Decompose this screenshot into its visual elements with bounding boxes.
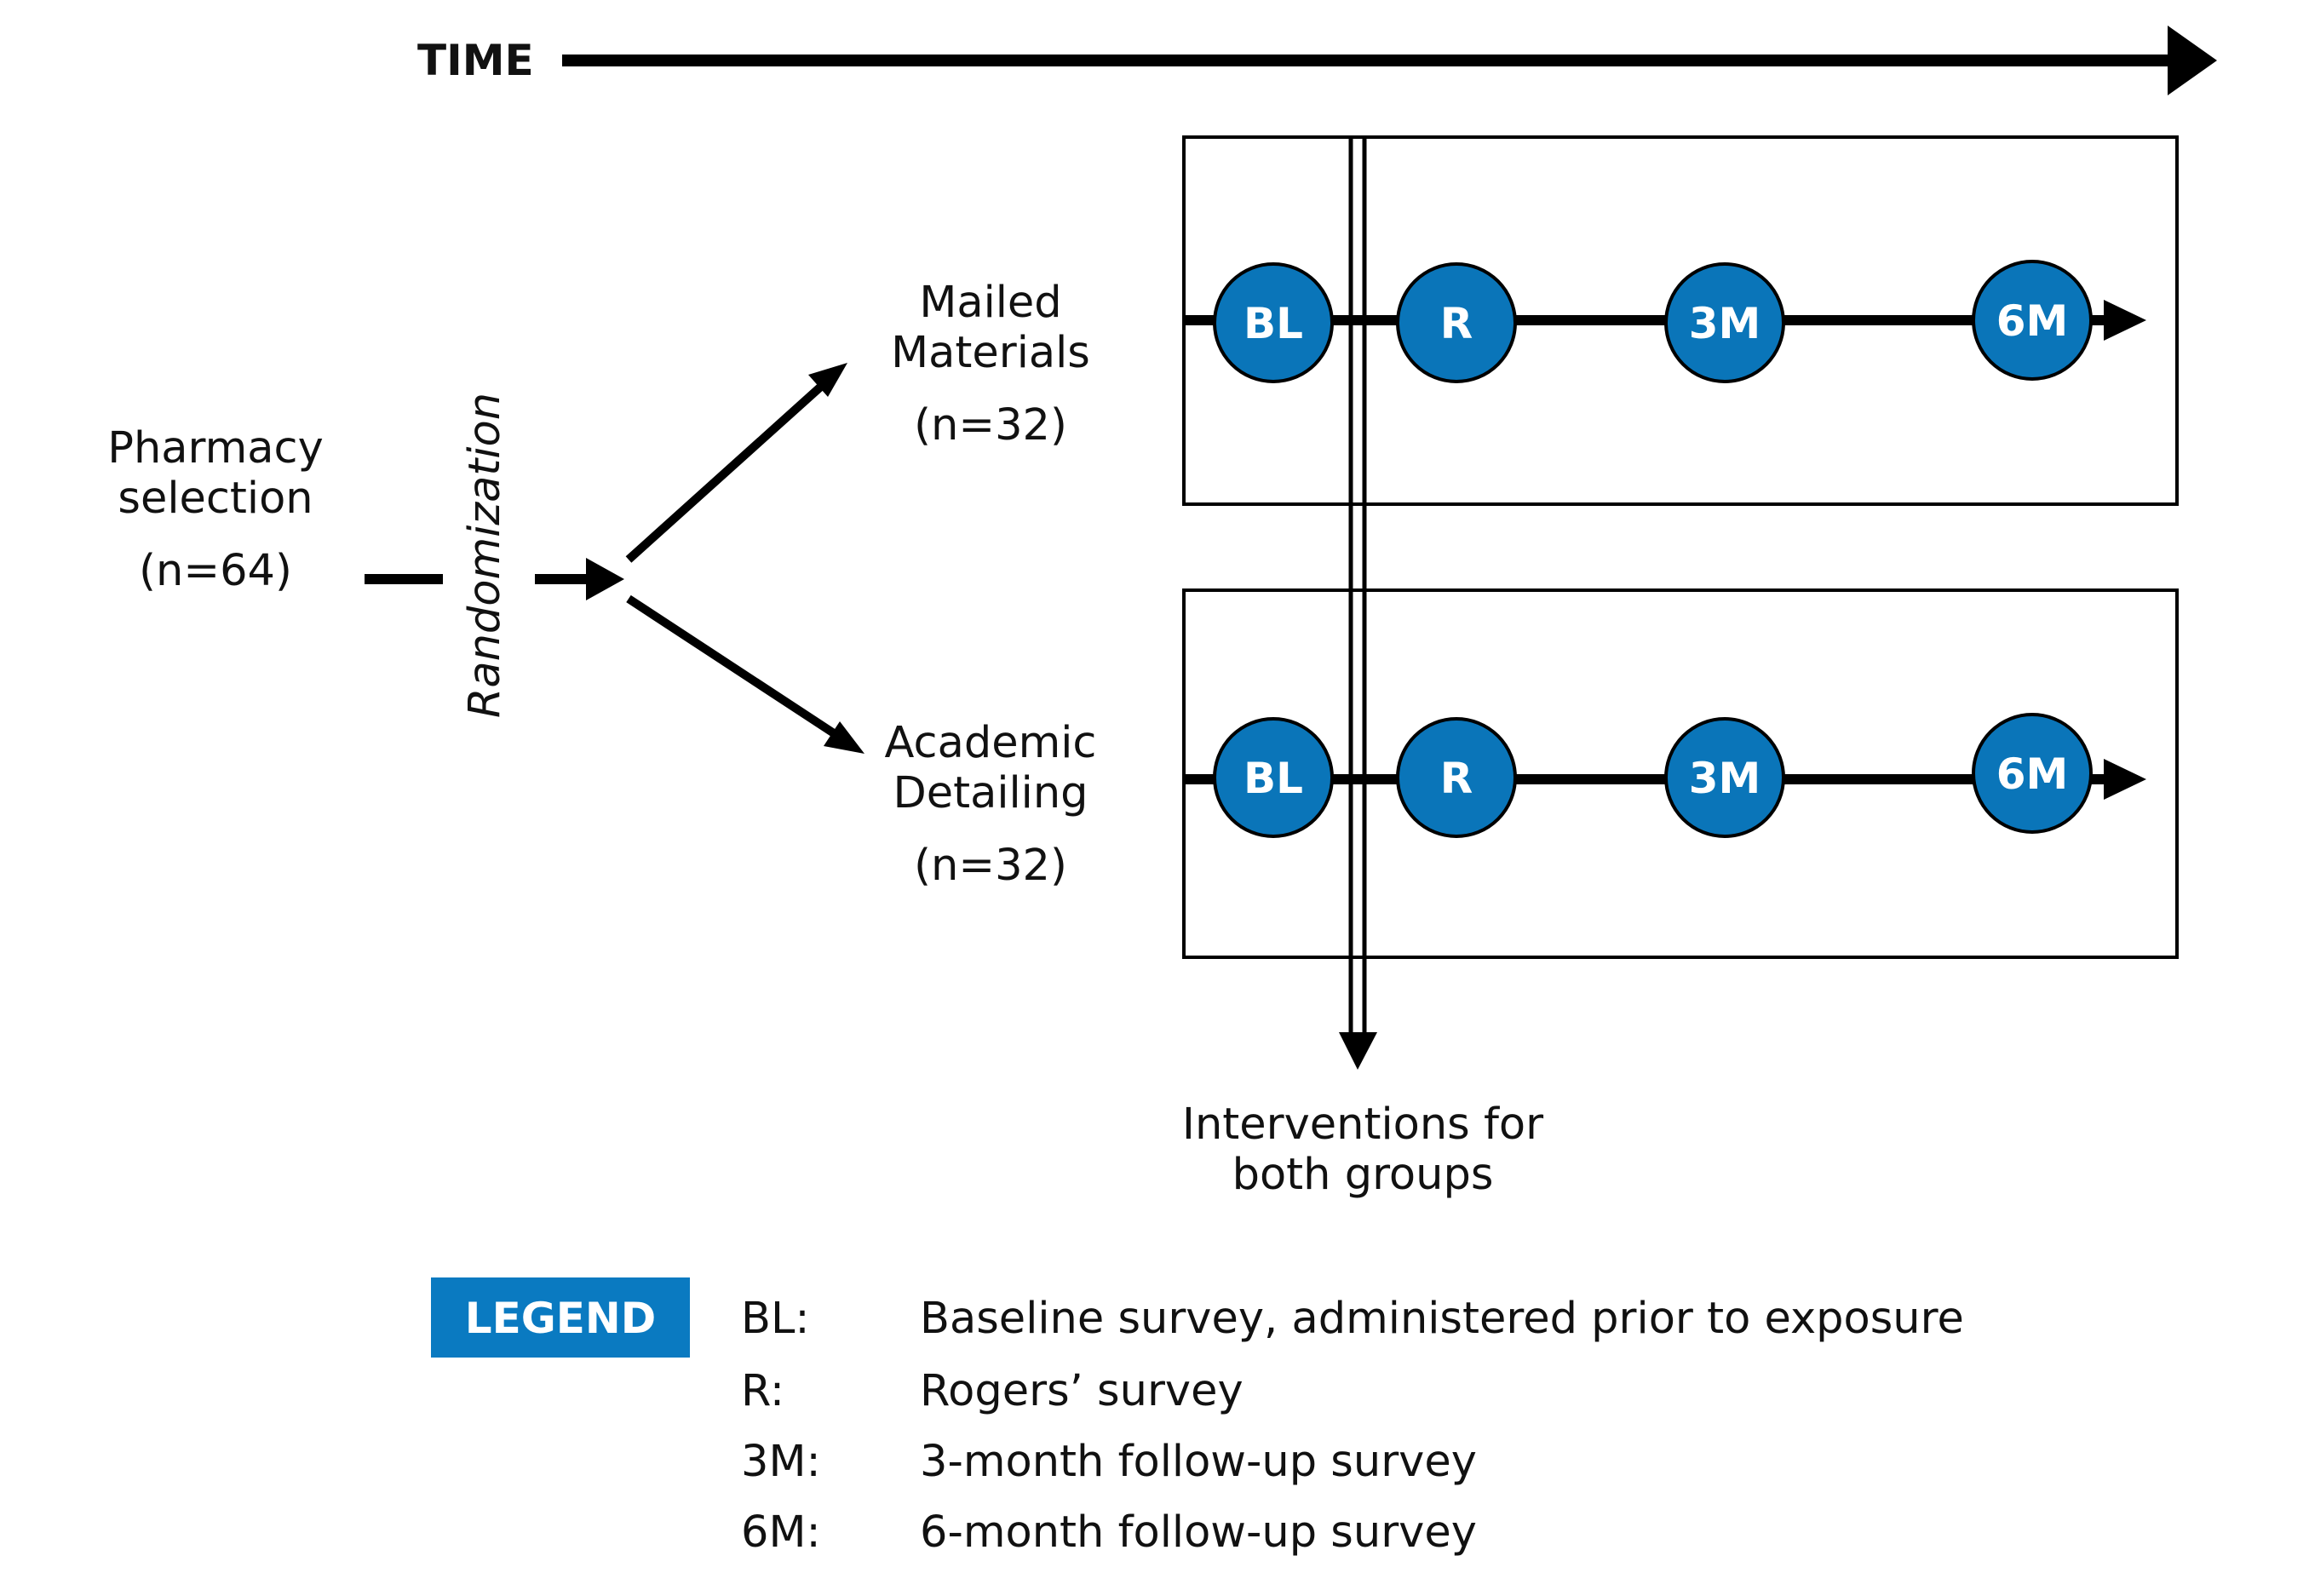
legend-key: 3M: [741,1437,821,1487]
legend-desc: 3-month follow-up survey [920,1437,1477,1487]
svg-text:Mailed: Mailed [919,278,1061,328]
svg-text:6M: 6M [1996,749,2069,799]
legend-key: BL: [741,1294,810,1344]
svg-text:Interventions for: Interventions for [1182,1099,1543,1150]
legend-desc: Baseline survey, administered prior to e… [920,1294,1964,1344]
legend-desc: Rogers’ survey [920,1366,1244,1416]
legend-title: LEGEND [465,1294,657,1343]
node-3m: 3M [1664,717,1785,838]
group-count: (n=32) [914,400,1067,451]
svg-text:Academic: Academic [885,718,1097,768]
node-bl: BL [1213,262,1334,383]
group-mailed-materials-label: Mailed Materials (n=32) [891,278,1090,451]
node-bl: BL [1213,717,1334,838]
intervention-label: Interventions for both groups [1182,1099,1543,1200]
group-academic-detailing-label: Academic Detailing (n=32) [885,718,1097,891]
pharmacy-selection-label: Pharmacy selection (n=64) [107,423,324,596]
svg-text:both groups: both groups [1232,1150,1494,1200]
svg-text:BL: BL [1244,299,1303,348]
branch-arrow-up-line [625,381,827,563]
branch-arrow-down-line [626,594,839,739]
legend-key: R: [741,1366,784,1416]
timeline-arrow-head [2104,300,2146,341]
svg-text:Detailing: Detailing [893,768,1088,818]
time-arrow-head [2168,26,2217,95]
svg-text:BL: BL [1244,754,1303,803]
svg-text:3M: 3M [1689,754,1761,803]
svg-text:Materials: Materials [891,328,1090,378]
randomization-arrow-head [586,558,624,600]
intervention-arrow [1339,137,1377,1070]
randomization-label: Randomization [460,393,510,718]
legend-desc: 6-month follow-up survey [920,1507,1477,1558]
legend-title-box [431,1277,690,1358]
svg-text:3M: 3M [1689,299,1761,348]
node-6m: 6M [1972,260,2093,381]
branch-arrow-down-head [824,721,864,754]
svg-text:6M: 6M [1996,296,2069,346]
node-3m: 3M [1664,262,1785,383]
node-r: R [1396,262,1517,383]
svg-text:selection: selection [118,474,313,524]
svg-text:Pharmacy: Pharmacy [107,423,324,474]
node-r: R [1396,717,1517,838]
legend-key: 6M: [741,1507,821,1558]
group-box-academic-detailing [1182,588,2179,959]
time-label: TIME [417,36,534,85]
legend: LEGEND BL: Baseline survey, administered… [431,1277,1964,1558]
timeline-arrow-head [2104,759,2146,800]
branch-arrow-up-head [808,363,847,397]
pharmacy-count: (n=64) [139,546,292,596]
svg-text:R: R [1440,754,1473,803]
svg-text:R: R [1440,299,1473,348]
group-count: (n=32) [914,841,1067,891]
node-6m: 6M [1972,713,2093,834]
